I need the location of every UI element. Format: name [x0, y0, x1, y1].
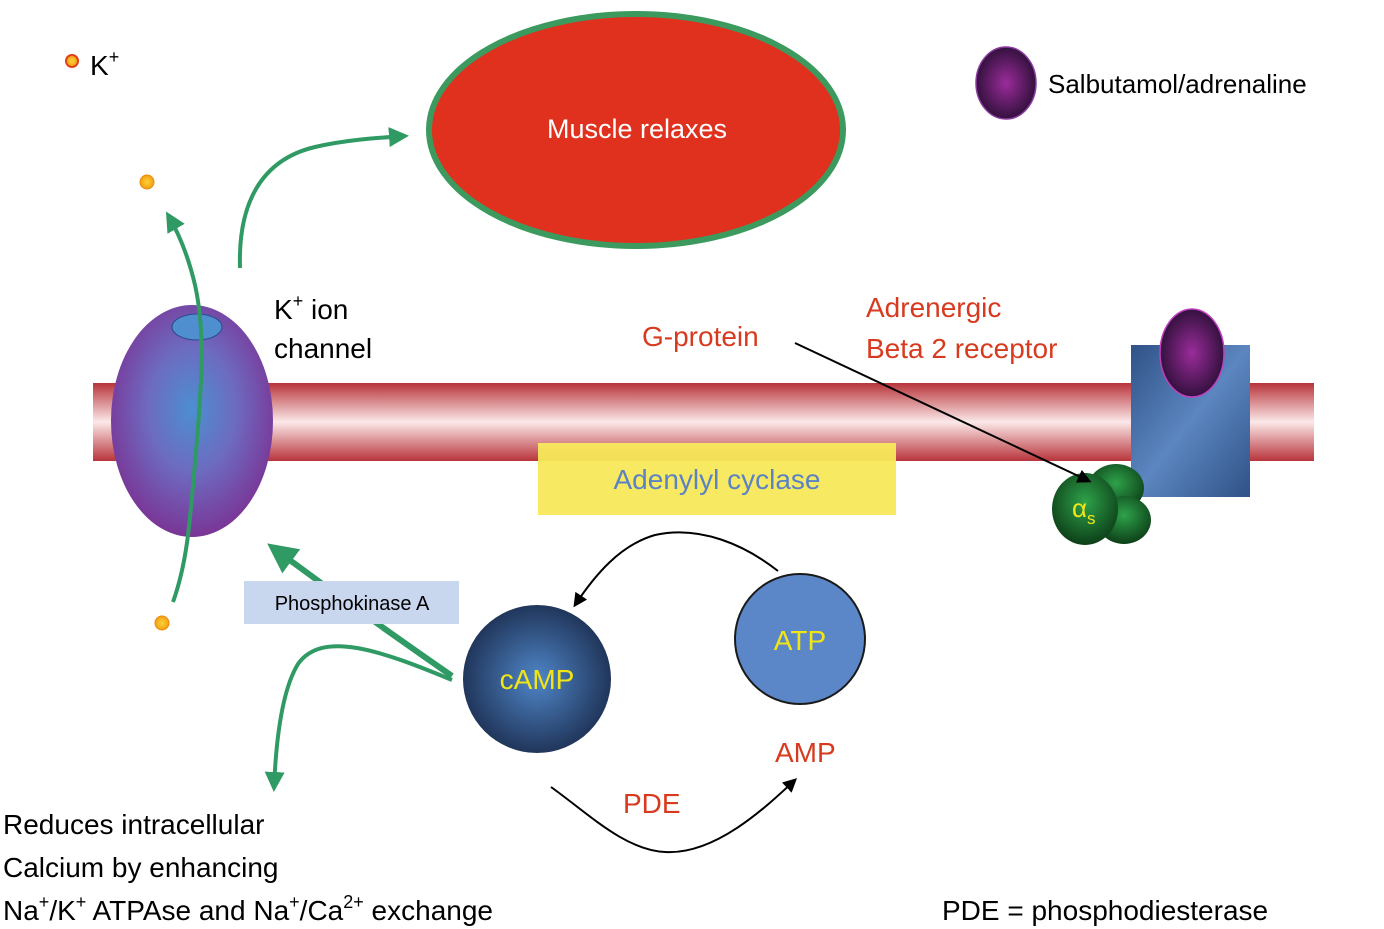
- salbutamol-legend-molecule: [975, 46, 1037, 120]
- k-ion-legend-dot: [65, 54, 79, 68]
- camp-label: cAMP: [500, 664, 575, 695]
- adenylyl-cyclase-label: Adenylyl cyclase: [614, 464, 821, 495]
- receptor-label-line2: Beta 2 receptor: [866, 333, 1057, 364]
- note-line1: Reduces intracellular: [3, 809, 264, 840]
- atp-label: ATP: [774, 625, 826, 656]
- k-ion-dot-bottom: [154, 615, 170, 631]
- k-ion-channel: [111, 305, 273, 537]
- atp-to-camp-arrow: [573, 531, 779, 608]
- g-protein-alpha-s: [1052, 473, 1118, 545]
- salbutamol-legend-label: Salbutamol/adrenaline: [1048, 69, 1307, 99]
- adenylyl-cyclase-box: [538, 443, 896, 515]
- k-ion-channel-pore: [171, 313, 223, 341]
- receptor-label-line1: Adrenergic: [866, 292, 1001, 323]
- muscle-relaxes-ellipse: [426, 11, 846, 249]
- note-line3: Na+/K+ ATPAse and Na+/Ca2+ exchange: [3, 892, 493, 926]
- pde-footnote: PDE = phosphodiesterase: [942, 895, 1268, 926]
- muscle-relaxes-label: Muscle relaxes: [547, 114, 727, 144]
- relaxation-arrow: [237, 127, 409, 269]
- alpha-s-label: αs: [1072, 493, 1096, 528]
- g-protein-pointer-arrow: [794, 342, 1092, 483]
- g-protein-label: G-protein: [642, 321, 759, 352]
- k-channel-label-line1: K+ ion: [274, 291, 348, 325]
- note-line2: Calcium by enhancing: [3, 852, 279, 883]
- camp-molecule: [463, 605, 611, 753]
- k-efflux-arrow: [165, 211, 204, 603]
- phosphokinase-a-box: [244, 581, 459, 624]
- phosphokinase-a-label: Phosphokinase A: [275, 593, 430, 615]
- pka-arrow-to-exchange: [264, 644, 453, 792]
- receptor-bound-drug-molecule: [1159, 308, 1225, 398]
- k-ion-legend-label: K+: [90, 47, 119, 81]
- camp-to-amp-arrow: [550, 778, 798, 854]
- pde-label: PDE: [623, 788, 681, 819]
- atp-molecule: [734, 573, 866, 705]
- k-ion-dot-top: [139, 174, 155, 190]
- k-channel-label-line2: channel: [274, 333, 372, 364]
- amp-label: AMP: [775, 737, 836, 768]
